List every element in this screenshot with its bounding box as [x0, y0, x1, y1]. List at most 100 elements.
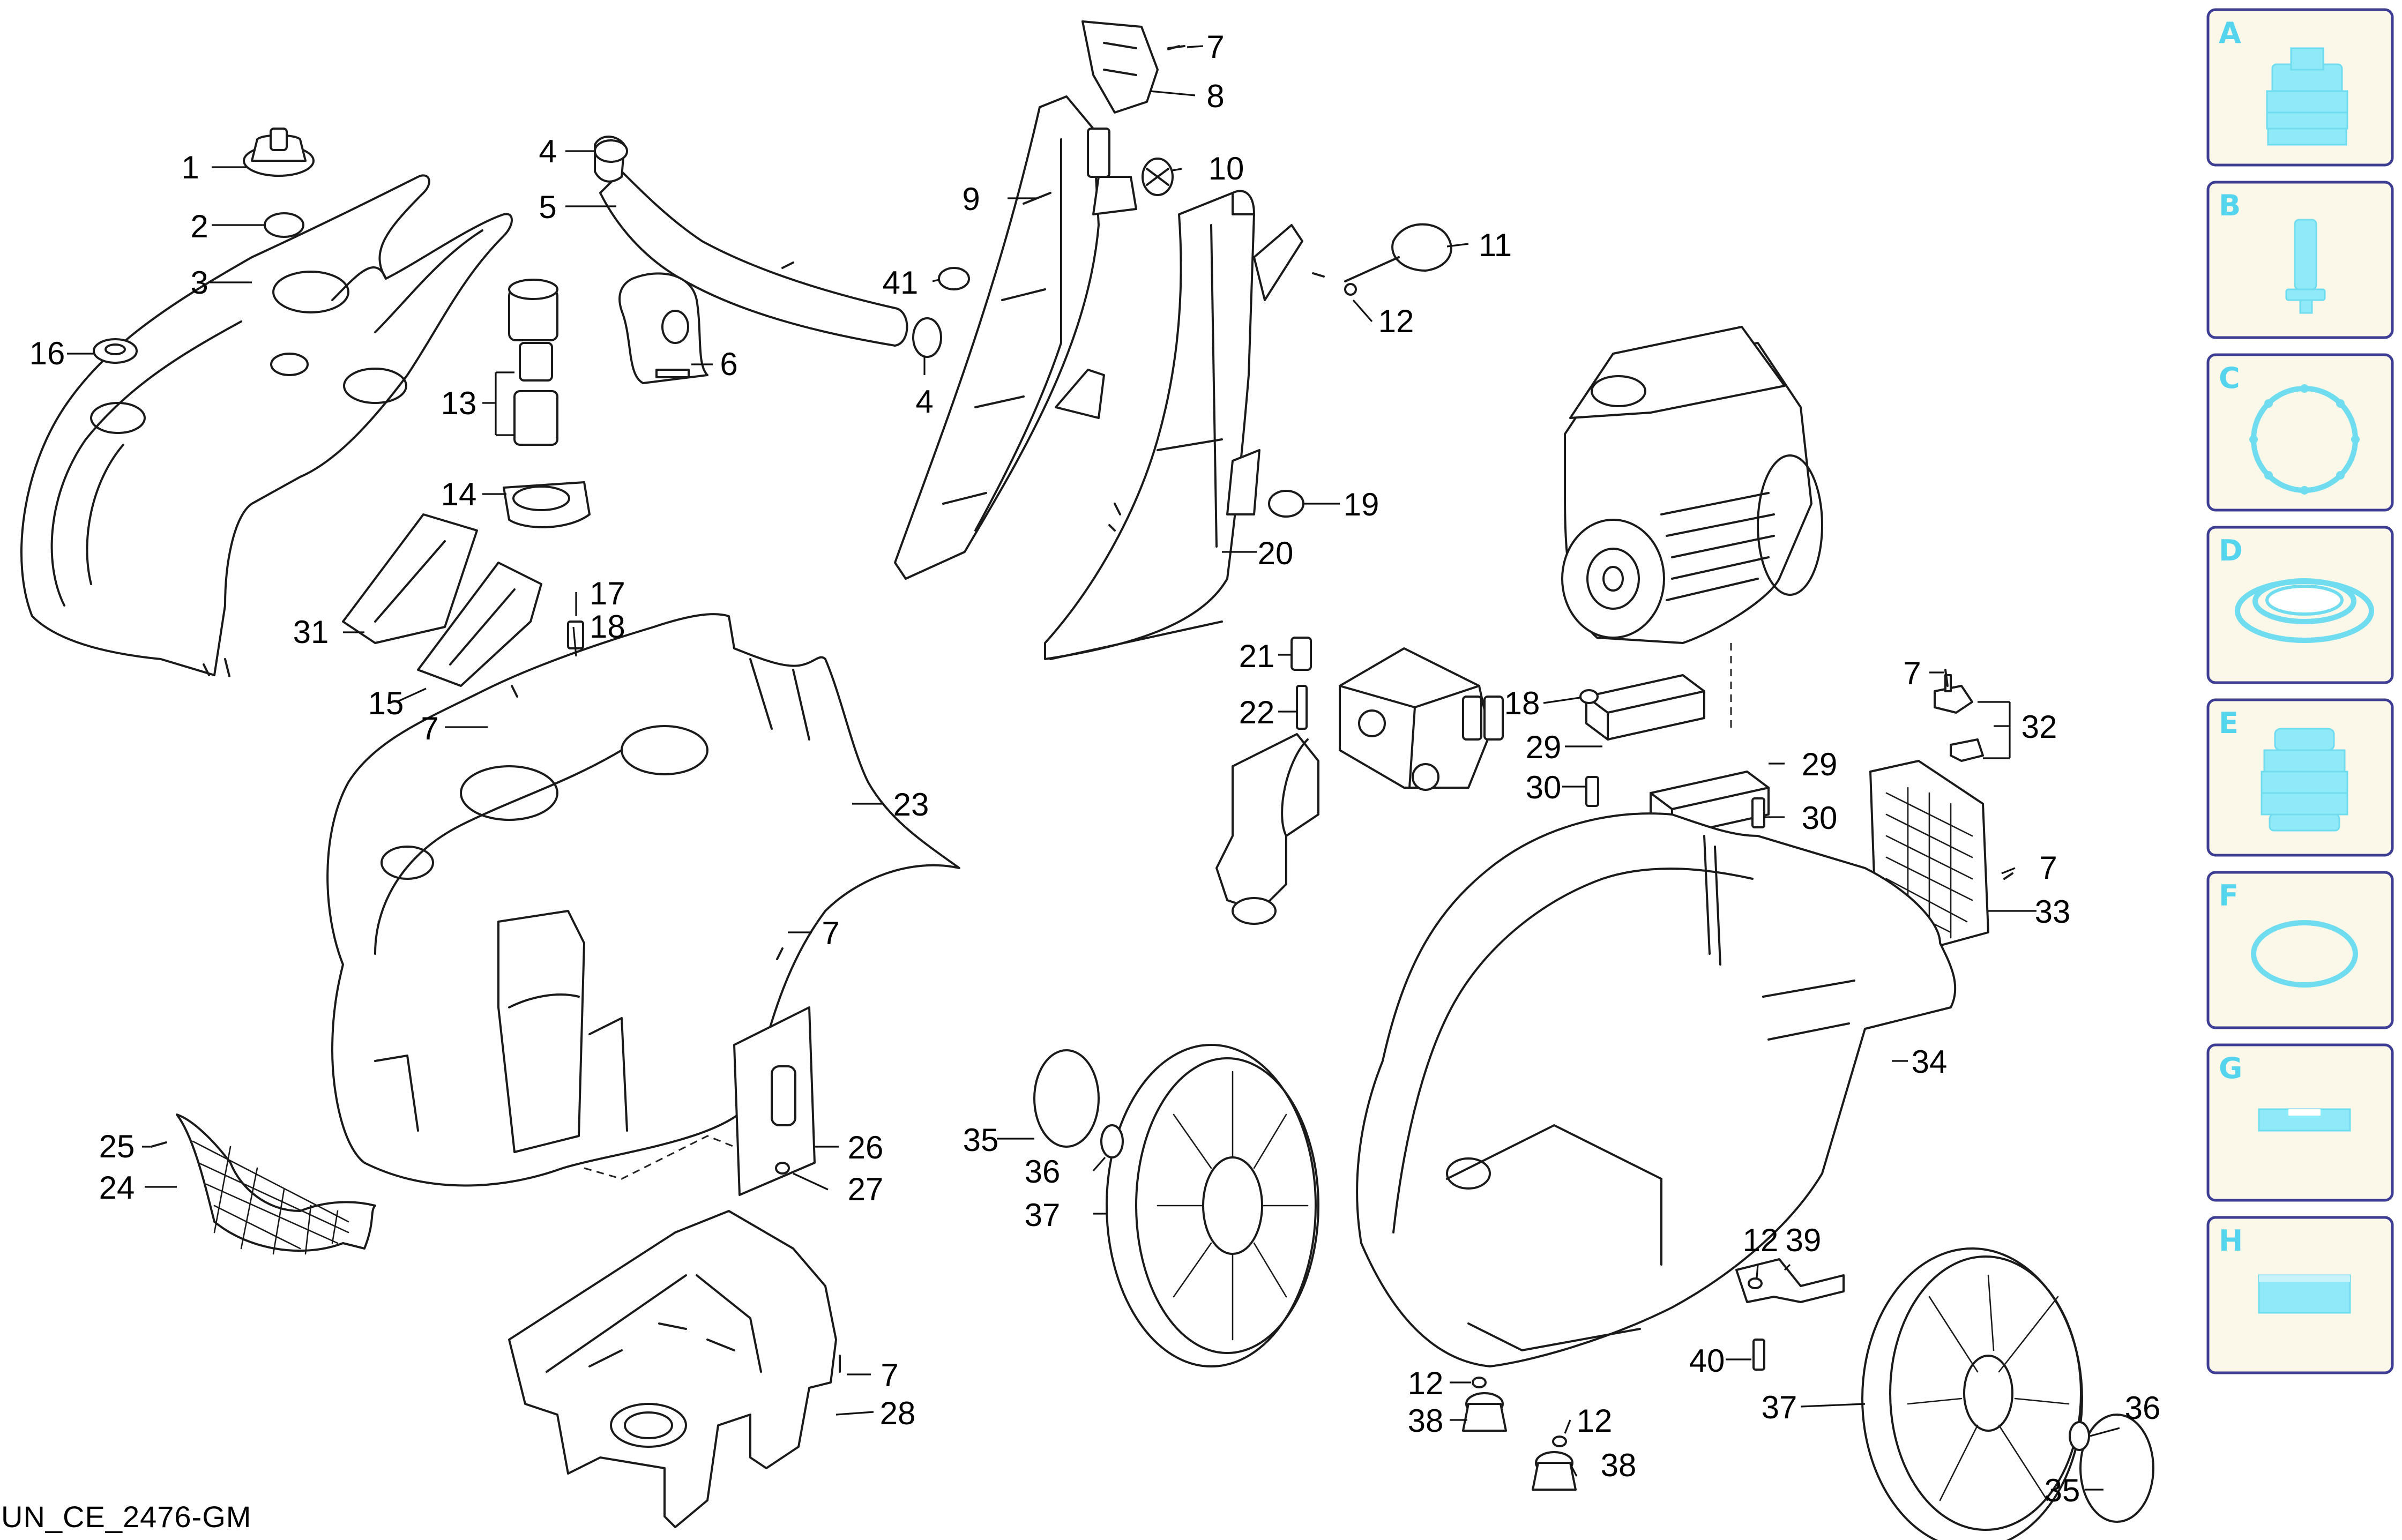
legend-item-c[interactable]: C	[2206, 353, 2394, 512]
callout-31: 31	[293, 614, 329, 650]
callout-3: 3	[190, 265, 208, 301]
callout-29-left: 29	[1526, 729, 1562, 765]
part-brackets	[342, 513, 584, 687]
legend-item-g[interactable]: G	[2206, 1043, 2394, 1202]
callout-18-right: 18	[1504, 685, 1540, 721]
part-cap-19	[1268, 490, 1304, 518]
legend-letter-h: H	[2219, 1224, 2243, 1258]
callout-12-top: 12	[1378, 303, 1414, 339]
nozzle-pack-icon	[2266, 47, 2348, 146]
callout-4-bottom: 4	[915, 384, 933, 420]
oil-seal-icon	[2235, 578, 2374, 643]
callout-33: 33	[2035, 894, 2071, 930]
callout-30-left: 30	[1526, 769, 1562, 805]
callout-labels: 1 2 3 16 4 5 6 4 13 14 17 18 31 15 7 7 8…	[29, 29, 2161, 1508]
callout-37-right: 37	[1762, 1389, 1797, 1425]
part-main-housing	[326, 613, 960, 1187]
legend-letter-g: G	[2219, 1051, 2242, 1085]
part-hubcap-right	[2069, 1414, 2154, 1523]
part-handle-tower-rear	[894, 95, 1137, 580]
callout-6: 6	[720, 346, 737, 382]
leader-lines	[67, 45, 2120, 1491]
callout-1: 1	[181, 149, 199, 185]
part-latches	[1934, 674, 1984, 762]
callout-4-top: 4	[539, 133, 556, 169]
assembly-line-26	[584, 1135, 735, 1180]
part-pump-head	[1339, 647, 1504, 791]
callout-7-e: 7	[2039, 850, 2057, 886]
callout-19: 19	[1344, 487, 1379, 522]
gasket-ring-icon	[2249, 384, 2360, 495]
callout-13: 13	[441, 385, 477, 421]
legend-letter-b: B	[2219, 189, 2241, 222]
o-ring-icon	[2251, 920, 2358, 988]
legend-letter-c: C	[2219, 361, 2240, 395]
legend-item-h[interactable]: H	[2206, 1216, 2394, 1374]
callout-2: 2	[190, 208, 208, 244]
callout-9: 9	[962, 181, 980, 217]
callout-5: 5	[539, 189, 556, 225]
callout-17: 17	[590, 575, 625, 611]
callout-41: 41	[883, 265, 919, 301]
callout-35-left: 35	[963, 1122, 999, 1158]
legend-item-f[interactable]: F	[2206, 871, 2394, 1029]
legend-letter-f: F	[2219, 879, 2239, 913]
callout-18-left: 18	[590, 609, 625, 645]
part-handle-tower-front	[1044, 190, 1303, 660]
callout-11: 11	[1479, 227, 1512, 263]
callout-28: 28	[880, 1395, 916, 1431]
legend-item-a[interactable]: A	[2206, 8, 2394, 167]
legend-item-e[interactable]: E	[2206, 698, 2394, 857]
callout-27: 27	[848, 1171, 884, 1207]
screws-7	[511, 45, 2013, 1373]
callout-22: 22	[1239, 694, 1275, 730]
part-wheel-right	[1861, 1247, 2083, 1540]
callout-36-right: 36	[2125, 1390, 2161, 1426]
callout-38-left: 38	[1408, 1403, 1444, 1439]
part-knob	[1312, 223, 1452, 296]
callout-7-c: 7	[822, 915, 839, 951]
callout-32: 32	[2021, 709, 2057, 745]
callout-7-d: 7	[1903, 655, 1921, 691]
callout-29-right: 29	[1802, 746, 1838, 782]
part-unloader-valve	[1215, 637, 1319, 925]
callout-21: 21	[1239, 638, 1275, 674]
filter-pad-icon	[2258, 1274, 2351, 1314]
callout-36-left: 36	[1025, 1154, 1061, 1190]
part-motor	[1561, 326, 1823, 644]
callout-26: 26	[848, 1130, 884, 1165]
legend-letter-d: D	[2219, 534, 2243, 567]
part-hubcap-left	[1033, 1049, 1124, 1158]
callout-20: 20	[1258, 535, 1294, 571]
part-wheel-left	[1106, 1044, 1319, 1367]
part-mounting-blocks	[1579, 674, 1770, 837]
callout-12-foot-left: 12	[1408, 1365, 1444, 1401]
part-axle	[1462, 1258, 1845, 1491]
callout-8: 8	[1206, 78, 1224, 114]
callout-7-b: 7	[1206, 29, 1224, 65]
drawing-code: UN_CE_2476-GM	[1, 1500, 251, 1534]
legend-item-d[interactable]: D	[2206, 526, 2394, 684]
callout-10: 10	[1209, 151, 1244, 186]
callout-15: 15	[368, 685, 404, 721]
part-handle-clip	[1081, 20, 1185, 196]
callout-40: 40	[1689, 1343, 1725, 1379]
callout-30-right: 30	[1802, 800, 1838, 836]
callout-23: 23	[893, 787, 929, 823]
legend-letter-e: E	[2219, 706, 2239, 740]
part-hose-holder	[618, 272, 708, 384]
legend-item-b[interactable]: B	[2206, 181, 2394, 339]
part-spool	[503, 279, 591, 528]
callout-14: 14	[441, 476, 477, 512]
seal-strip-icon	[2258, 1108, 2351, 1132]
part-base	[508, 1210, 837, 1528]
callout-12-axle: 12	[1743, 1222, 1779, 1258]
part-chassis	[1356, 812, 1957, 1367]
callout-38-right: 38	[1601, 1447, 1637, 1483]
part-top-cover	[20, 174, 513, 677]
valve-cartridge-icon	[2261, 728, 2348, 832]
callout-12-foot-right: 12	[1577, 1403, 1613, 1439]
callout-16: 16	[29, 335, 65, 371]
part-front-grille	[150, 1113, 376, 1255]
